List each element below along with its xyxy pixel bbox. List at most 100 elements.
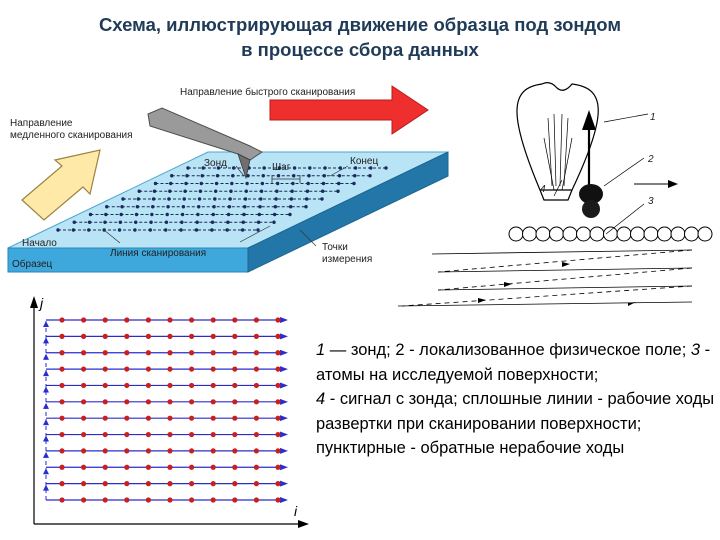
grid-point <box>145 448 151 454</box>
measurement-point <box>256 228 260 232</box>
measurement-point <box>229 189 233 193</box>
probe-tip-icon <box>237 153 251 180</box>
grid-point <box>124 366 130 372</box>
grid-point <box>124 350 130 356</box>
row-arrow-icon <box>280 497 288 503</box>
grid-point <box>189 464 195 470</box>
grid-point <box>59 350 65 356</box>
grid-point <box>124 415 130 421</box>
atom-icon <box>616 226 632 242</box>
measurement-point <box>243 197 248 201</box>
atom-icon <box>643 226 659 242</box>
measurement-point <box>195 220 199 224</box>
end-label: Конец <box>350 156 378 167</box>
measurement-point <box>185 174 189 178</box>
field-icon <box>579 184 603 204</box>
caption-part-1: — зонд; 2 - локализованное физическое по… <box>325 341 691 359</box>
grid-point <box>145 481 151 487</box>
measurement-point <box>165 212 169 217</box>
measurement-point <box>306 181 310 186</box>
measurement-point <box>230 181 234 186</box>
atom-icon <box>535 226 551 242</box>
grid-point <box>124 399 130 405</box>
measurement-point <box>196 212 200 217</box>
grid-point <box>210 333 216 339</box>
grid-point <box>81 366 87 372</box>
measurement-point <box>181 205 186 209</box>
measurement-point <box>168 189 172 193</box>
grid-point <box>275 481 281 487</box>
grid-point <box>189 497 195 503</box>
measurement-point <box>148 228 153 232</box>
measurement-point <box>150 212 154 217</box>
measurement-point <box>353 174 357 178</box>
atom-icon <box>576 226 591 242</box>
probe-diagram: 1 2 3 4 <box>397 82 713 307</box>
measurement-point <box>231 166 236 170</box>
grid-point <box>81 350 87 356</box>
measurement-point <box>246 174 250 178</box>
measurement-point <box>197 197 202 201</box>
row-arrow-icon <box>280 317 288 323</box>
measurement-point <box>291 181 295 186</box>
grid-point <box>275 448 281 454</box>
atom-icon <box>508 226 524 242</box>
grid-point <box>232 464 238 470</box>
grid-point <box>167 317 173 323</box>
return-arrow-icon <box>43 402 49 409</box>
measurement-point <box>275 181 280 186</box>
grid-point <box>102 415 108 421</box>
measurement-point <box>166 205 170 209</box>
grid-point <box>167 415 173 421</box>
sample-label: Образец <box>12 258 53 270</box>
row-arrow-icon <box>280 415 288 422</box>
grid-point <box>210 399 216 405</box>
measurement-point <box>242 205 247 209</box>
grid-point <box>81 464 87 470</box>
return-arrow-icon <box>43 370 49 377</box>
measurement-point <box>186 166 190 170</box>
grid-point <box>232 333 238 339</box>
probe-label: Зонд <box>204 158 227 169</box>
measurement-point <box>118 220 123 224</box>
page-title: Схема, иллюстрирующая движение образца п… <box>0 12 720 62</box>
slow-direction-label-2: медленного сканирования <box>10 130 133 141</box>
points-label-2: измерения <box>322 254 372 265</box>
grid-point <box>189 333 195 339</box>
measurement-point <box>262 166 266 170</box>
measurement-point <box>323 166 327 170</box>
grid-point <box>102 481 108 487</box>
grid-point <box>124 497 130 503</box>
grid-point <box>232 481 238 487</box>
slow-scan-arrow-icon <box>21 149 101 221</box>
raster-grid: j i <box>30 295 309 528</box>
grid-point <box>102 431 108 438</box>
measurement-point <box>213 197 217 201</box>
measurement-point <box>307 174 311 178</box>
measurement-point <box>212 205 216 209</box>
grid-point <box>275 317 281 323</box>
measurement-point <box>137 189 141 193</box>
measurement-point <box>197 205 201 209</box>
atom-icon <box>549 226 564 242</box>
grid-point <box>210 350 216 356</box>
grid-point <box>232 350 238 356</box>
measurement-point <box>260 181 265 186</box>
measurement-point <box>292 166 297 170</box>
grid-point <box>253 448 259 454</box>
measurement-point <box>117 228 122 232</box>
grid-point <box>253 333 259 339</box>
measurement-point <box>214 181 219 186</box>
measurement-point <box>182 197 186 201</box>
measurement-point <box>210 228 214 232</box>
grid-point <box>210 497 216 503</box>
grid-point <box>145 415 151 421</box>
grid-point <box>253 399 259 405</box>
grid-point <box>59 497 65 503</box>
grid-point <box>145 399 151 405</box>
grid-point <box>232 431 238 438</box>
grid-point <box>145 350 151 356</box>
grid-point <box>232 317 238 323</box>
title-line-2: в процессе сбора данных <box>241 39 479 60</box>
grid-point <box>167 382 173 389</box>
